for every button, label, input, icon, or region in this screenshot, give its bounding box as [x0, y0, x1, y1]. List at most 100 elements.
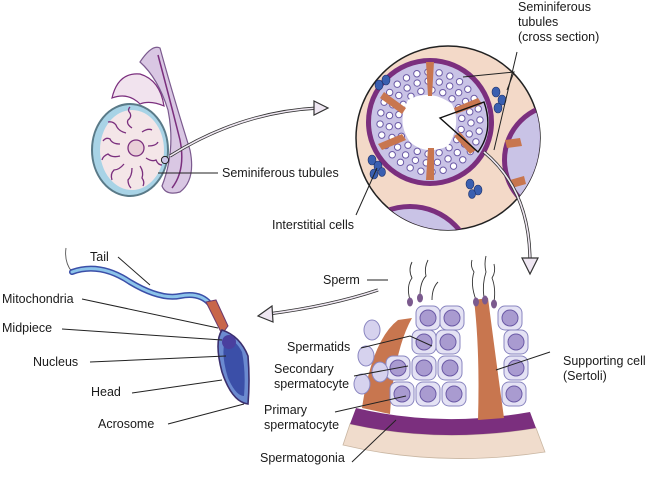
label-tail: Tail	[90, 250, 109, 264]
germ-cell	[439, 88, 447, 97]
label-nucleus: Nucleus	[33, 355, 79, 369]
germ-cell	[413, 70, 421, 78]
arrow-to-sperm	[256, 304, 274, 323]
germ-cell-nucleus	[393, 385, 411, 403]
label-sperm: Sperm	[323, 273, 360, 287]
label-midpiece: Midpiece	[2, 321, 53, 335]
label-seminiferous-tubules: Seminiferous tubules	[222, 166, 339, 180]
label-secondary-line2: spermatocyte	[274, 377, 350, 391]
germ-cells	[353, 305, 529, 407]
germ-cell	[417, 87, 425, 96]
label-spermatids: Spermatids	[287, 340, 351, 354]
label-primary-spermatocyte: Primary spermatocyte	[264, 403, 339, 433]
germ-cell	[395, 91, 403, 100]
germ-cell-nucleus	[439, 333, 457, 351]
germ-cell	[445, 82, 454, 90]
germ-cell	[465, 130, 473, 138]
germ-cell	[396, 158, 405, 167]
germ-cell	[446, 72, 454, 80]
germ-cell-nucleus	[507, 359, 525, 377]
leader-acrosome	[167, 403, 245, 425]
testis-illustration	[91, 46, 193, 197]
germ-cell-nucleus	[419, 309, 437, 327]
germ-cell	[385, 88, 394, 97]
leader-midpiece	[61, 328, 223, 341]
germ-cell	[377, 109, 385, 117]
germ-cell	[411, 156, 420, 165]
germ-cell	[444, 155, 452, 163]
leader-nucleus	[89, 355, 227, 363]
leader-mitochondria	[81, 298, 219, 329]
label-cross-section-title: Seminiferous tubules (cross section)	[518, 0, 599, 45]
germ-cell-nucleus	[501, 309, 519, 327]
label-supporting-line1: Supporting cell	[563, 354, 646, 368]
label-supporting-cell: Supporting cell (Sertoli)	[563, 354, 646, 384]
germ-cell	[448, 95, 456, 103]
germ-cell	[402, 74, 411, 82]
germ-cell	[466, 108, 474, 116]
germ-cell	[393, 80, 401, 88]
label-supporting-line2: (Sertoli)	[563, 369, 607, 383]
tubule-wall-magnified	[342, 255, 546, 459]
arrow-to-wedge	[521, 257, 539, 276]
germ-cell	[457, 125, 465, 134]
tubule-cross-section	[355, 45, 541, 231]
interstitial-cell-clusters	[367, 74, 507, 199]
germ-cell	[394, 121, 402, 130]
label-head: Head	[91, 385, 121, 399]
germ-cell	[385, 122, 393, 131]
germ-cell	[464, 85, 472, 93]
germ-cell	[393, 143, 402, 151]
epididymis	[139, 46, 193, 194]
germ-cell-nucleus	[443, 309, 461, 327]
germ-cell	[353, 373, 371, 395]
label-cross-section-line3: (cross section)	[518, 30, 600, 44]
germ-cell	[413, 147, 421, 156]
sperm-nucleus	[222, 335, 236, 349]
label-cross-section-line2: tubules	[518, 15, 559, 29]
germ-cell-nucleus	[441, 359, 459, 377]
germ-cell	[403, 84, 411, 92]
germ-cell	[435, 148, 443, 157]
germ-cell-nucleus	[505, 385, 523, 403]
sperm-tail-end	[65, 247, 73, 273]
germ-cell-nucleus	[415, 359, 433, 377]
label-secondary-spermatocyte: Secondary spermatocyte	[274, 362, 349, 392]
sperm-tail	[69, 265, 213, 307]
germ-cell	[454, 88, 463, 97]
germ-cell	[453, 148, 461, 157]
germ-cell	[357, 345, 375, 367]
sperm-midpiece	[205, 299, 229, 335]
label-spermatogonia: Spermatogonia	[260, 451, 345, 465]
rete-testis	[127, 139, 145, 157]
leader-head	[131, 379, 223, 394]
label-mitochondria: Mitochondria	[2, 292, 74, 306]
label-primary-line2: spermatocyte	[264, 418, 340, 432]
germ-cell	[459, 156, 467, 164]
arrow-to-cross-section	[313, 100, 330, 116]
germ-cell	[378, 131, 386, 139]
germ-cell	[371, 361, 389, 383]
germ-cell	[467, 119, 475, 127]
germ-cell	[413, 79, 421, 87]
leader-tail	[117, 256, 151, 286]
germ-cell	[475, 127, 483, 135]
germ-cell	[439, 166, 447, 174]
germ-cell	[435, 78, 443, 86]
sperm-illustration	[65, 247, 250, 405]
germ-cell-nucleus	[419, 385, 437, 403]
germ-cell	[433, 158, 442, 167]
germ-cell-nucleus	[445, 385, 463, 403]
germ-cell-nucleus	[507, 333, 525, 351]
germ-cell	[435, 69, 443, 77]
germ-cell	[406, 164, 414, 172]
label-interstitial-cells: Interstitial cells	[272, 218, 354, 232]
germ-cell	[376, 120, 384, 128]
germ-cell	[458, 114, 466, 123]
germ-cell	[449, 162, 458, 170]
germ-cell	[472, 138, 480, 146]
germ-cell	[388, 151, 396, 159]
label-acrosome: Acrosome	[98, 417, 155, 431]
